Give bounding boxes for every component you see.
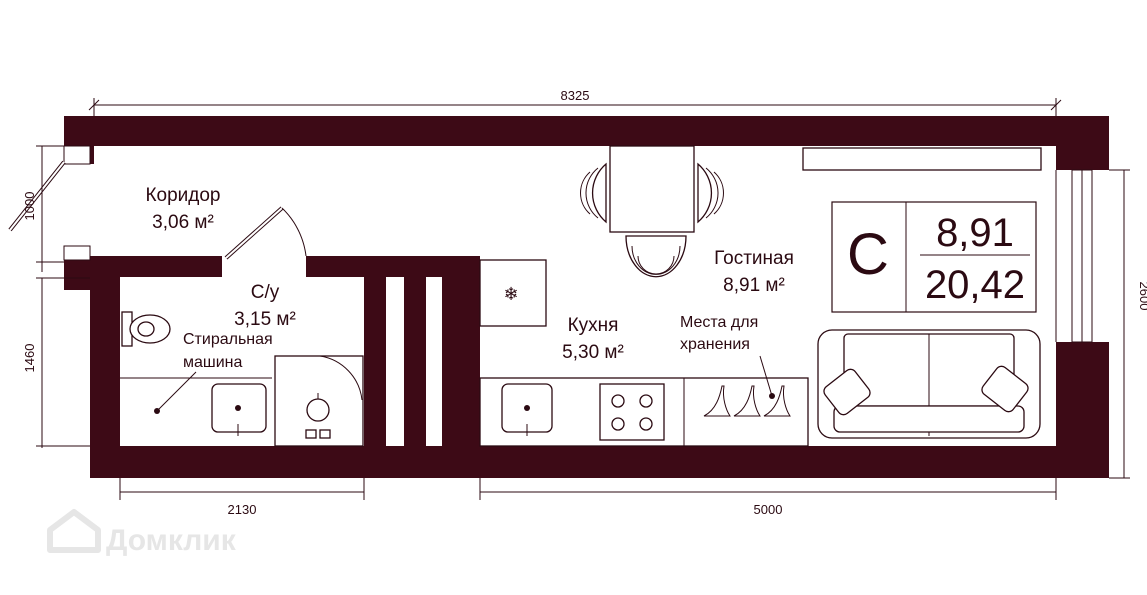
chair-bottom-icon — [625, 235, 687, 278]
toilet-icon — [121, 311, 171, 347]
dim-bottom-left: 2130 — [228, 502, 257, 517]
walls — [64, 116, 1109, 478]
bathroom-name: С/у — [251, 282, 280, 303]
entrance-door — [8, 145, 91, 261]
dim-top-total: 8325 — [561, 88, 590, 103]
washing-machine-label-2: машина — [183, 354, 243, 371]
wall-bath-top-left — [90, 256, 222, 277]
storage-label-2: хранения — [680, 336, 750, 353]
wall-shelf — [802, 147, 1042, 171]
corridor-name: Коридор — [145, 185, 220, 206]
wall-left-lower — [90, 256, 120, 478]
kitchen-sink-icon — [501, 383, 553, 436]
dimension-lines — [36, 98, 1130, 500]
storage-label-1: Места для — [680, 314, 758, 331]
dim-left-height: 1460 — [22, 344, 37, 373]
living-area: 8,91 м² — [723, 275, 785, 296]
shower-icon — [274, 355, 364, 447]
wall-top — [64, 116, 1109, 146]
dim-door-width: 1000 — [22, 192, 37, 221]
badge-living-area: 8,91 — [936, 211, 1014, 255]
badge-type-letter: С — [847, 222, 889, 287]
living-name: Гостиная — [714, 248, 794, 269]
sofa-icon — [817, 329, 1041, 439]
badge-total-area: 20,42 — [925, 263, 1025, 307]
kitchen-name: Кухня — [568, 315, 619, 336]
area-badge — [831, 201, 1037, 313]
wall-bottom — [90, 446, 1109, 478]
wall-bath-top-right — [306, 256, 480, 277]
hanger-icons — [703, 355, 791, 417]
chair-right-icon — [697, 162, 724, 224]
stove-icon — [599, 383, 665, 441]
watermark-text: Домклик — [106, 524, 237, 557]
wall-right-upper — [1056, 116, 1109, 170]
wall-shaft-2 — [442, 256, 480, 478]
fridge-icon: ❄ — [479, 259, 547, 327]
wall-bath-right — [364, 256, 386, 478]
dim-bottom-right: 5000 — [754, 502, 783, 517]
wall-shaft-1 — [404, 256, 426, 478]
wall-right-lower — [1056, 342, 1109, 478]
washing-machine-label-1: Стиральная — [183, 331, 273, 348]
corridor-area: 3,06 м² — [152, 212, 214, 233]
window-right — [1055, 169, 1093, 343]
dim-right-height: 2600 — [1137, 282, 1147, 311]
sink-icon — [211, 383, 267, 436]
dining-table — [609, 145, 695, 233]
wall-left-mid — [64, 256, 94, 290]
domclick-logo-icon — [47, 509, 101, 553]
svg-text:❄: ❄ — [503, 284, 518, 305]
bathroom-door — [224, 206, 307, 260]
chair-left-icon — [580, 162, 607, 224]
bathroom-counter — [120, 371, 272, 414]
kitchen-area: 5,30 м² — [562, 342, 624, 363]
bathroom-area: 3,15 м² — [234, 309, 296, 330]
